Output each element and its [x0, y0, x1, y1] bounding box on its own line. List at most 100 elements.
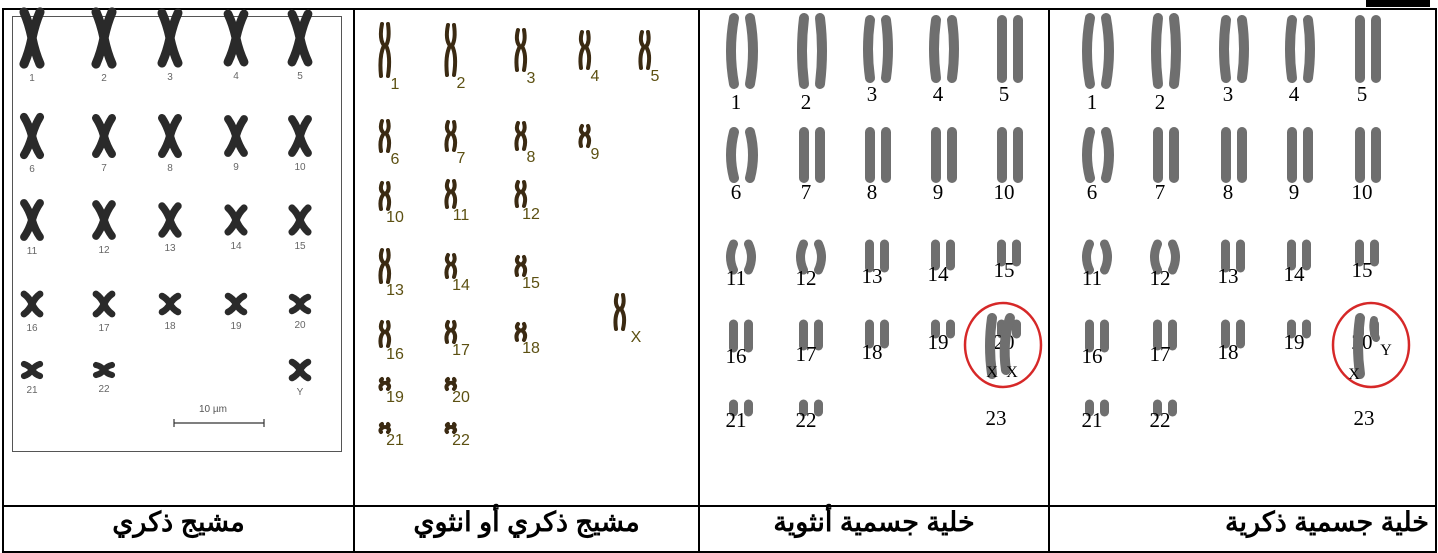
chromosome-label-13: 13: [1208, 264, 1248, 289]
scale-label: 10 µm: [199, 404, 227, 415]
chromosome-label-16: 16: [1072, 344, 1112, 369]
chromosome-pair-10: [992, 130, 1032, 180]
chromosome-pair-6: [724, 130, 764, 180]
chromosome-label-16: 16: [716, 344, 756, 369]
chromosome-label-16: 16: [12, 323, 52, 334]
chromosome-label-3: 3: [513, 70, 549, 88]
chromosome-17: [89, 291, 119, 317]
chromosome-label-15: 15: [513, 275, 549, 293]
chromosome-label-4: 4: [577, 68, 613, 86]
chromosome-label-5: 5: [637, 68, 673, 86]
chromosome-label-4: 4: [918, 82, 958, 107]
chromosome-label-2: 2: [84, 73, 124, 84]
chromosome-13: [375, 248, 395, 284]
chromosome-label-19: 19: [216, 321, 256, 332]
chromosome-label-18: 18: [852, 340, 892, 365]
chromosome-label-22: 22: [443, 432, 479, 450]
chromosome-pair-5: [992, 18, 1032, 80]
chromosome-5: [285, 11, 315, 65]
chromosome-label-21: 21: [377, 432, 413, 450]
chromosome-8: [155, 115, 185, 157]
chromosome-pair-8: [860, 130, 900, 180]
chromosome-2: [441, 23, 461, 77]
chromosome-pair-10: [1350, 130, 1390, 180]
panel-female-somatic: 12345678910111213141516171819202122XX23: [699, 9, 1049, 506]
chromosome-9: [575, 124, 595, 148]
chromosome-label-15: 15: [1342, 258, 1382, 283]
chromosome-pair-4: [926, 18, 966, 80]
chromosome-label-8: 8: [150, 163, 190, 174]
chromosome-label-3: 3: [852, 82, 892, 107]
chromosome-7: [89, 115, 119, 157]
chromosome-label-18: 18: [150, 321, 190, 332]
chromosome-14: [441, 253, 461, 279]
sex-label-x2: X: [992, 364, 1032, 382]
chromosome-X: [610, 293, 630, 331]
chromosome-pair-9: [926, 130, 966, 180]
chromosome-label-2: 2: [1140, 90, 1180, 115]
chromosome-label-3: 3: [150, 72, 190, 83]
chromosome-15: [285, 205, 315, 235]
chromosome-label-23: 23: [1344, 406, 1384, 431]
chromosome-label-9: 9: [1274, 180, 1314, 205]
chromosome-pair-4: [1282, 18, 1322, 80]
chromosome-label-4: 4: [1274, 82, 1314, 107]
panel-gamete-male-or-female: 12345678910111213141516171819202122X: [354, 9, 699, 506]
chromosome-label-6: 6: [12, 164, 52, 175]
chromosome-label-8: 8: [1208, 180, 1248, 205]
chromosome-19: [221, 293, 251, 315]
caption-male-gamete: مشيج ذكري: [3, 506, 354, 552]
chromosome-label-13: 13: [150, 243, 190, 254]
chromosome-13: [155, 203, 185, 237]
chromosome-label-17: 17: [786, 342, 826, 367]
chromosome-4: [575, 30, 595, 70]
chromosome-label-1: 1: [716, 90, 756, 115]
chromosome-label-7: 7: [84, 163, 124, 174]
chromosome-label-4: 4: [216, 71, 256, 82]
chromosome-pair-1: [724, 16, 764, 86]
chromosome-label-2: 2: [786, 90, 826, 115]
chromosome-1: [375, 22, 395, 78]
chromosome-label-1: 1: [12, 73, 52, 84]
chromosome-label-13: 13: [377, 282, 413, 300]
chromosome-label-18: 18: [1208, 340, 1248, 365]
chromosome-pair-5: [1350, 18, 1390, 80]
chromosome-14: [221, 205, 251, 235]
chromosome-pair-7: [794, 130, 834, 180]
chromosome-label-9: 9: [216, 162, 256, 173]
chromosome-label-10: 10: [377, 209, 413, 227]
chromosome-3: [511, 28, 531, 72]
chromosome-label-12: 12: [1140, 266, 1180, 291]
chromosome-10: [375, 181, 395, 211]
chromosome-6: [17, 114, 47, 158]
chromosome-label-8: 8: [852, 180, 892, 205]
sex-label-x: X: [1334, 366, 1374, 384]
top-mark: [1366, 0, 1430, 7]
chromosome-label-7: 7: [786, 180, 826, 205]
chromosome-label-9: 9: [577, 146, 613, 164]
chromosome-15: [511, 255, 531, 277]
chromosome-16: [17, 291, 47, 317]
chromosome-pair-3: [860, 18, 900, 80]
chromosome-11: [17, 200, 47, 240]
chromosome-20: [285, 294, 315, 314]
gamete-karyotype: 12345678910111213141516171819202122X: [355, 10, 698, 505]
chromosome-label-Y: Y: [280, 387, 320, 398]
chromosome-label-12: 12: [513, 206, 549, 224]
chromosome-label-1: 1: [377, 76, 413, 94]
chromosome-pair-1: [1080, 16, 1120, 86]
chromosome-label-1: 1: [1072, 90, 1112, 115]
chromosome-18: [155, 293, 185, 315]
chromosome-label-17: 17: [1140, 342, 1180, 367]
chromosome-10: [285, 116, 315, 156]
chromosome-label-14: 14: [1274, 262, 1314, 287]
chromosome-label-5: 5: [280, 71, 320, 82]
sex-label-y: Y: [1366, 342, 1406, 360]
chromosome-pair-6: [1080, 130, 1120, 180]
chromosome-pair-7: [1148, 130, 1188, 180]
chromosome-pair-9: [1282, 130, 1322, 180]
chromosome-label-3: 3: [1208, 82, 1248, 107]
